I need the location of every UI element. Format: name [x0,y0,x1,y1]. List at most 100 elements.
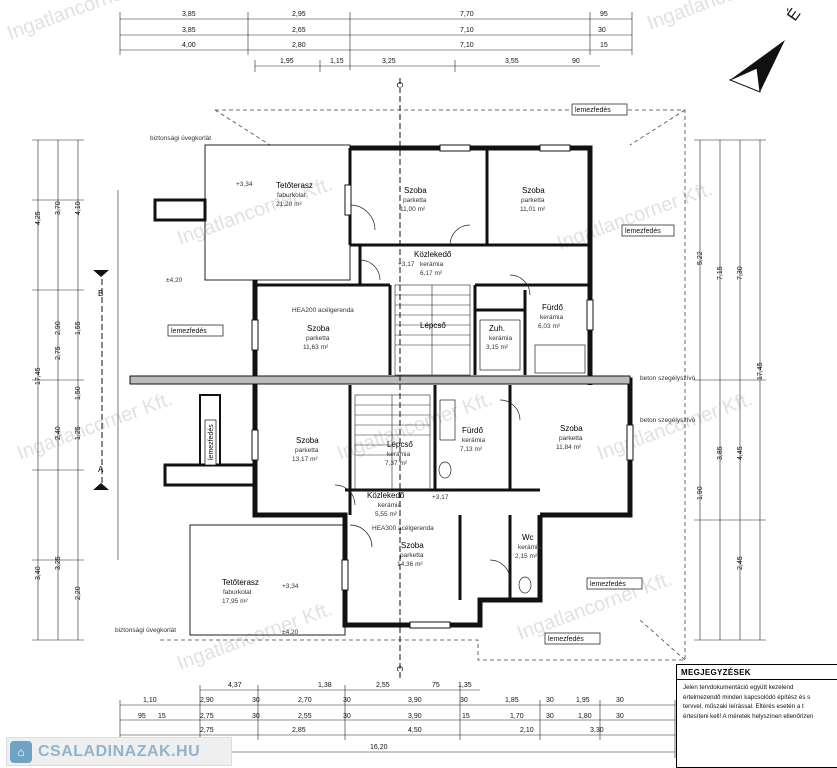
dim-label: 30 [252,713,260,720]
room-floor: parketta [306,335,330,342]
room-area: 6,17 m² [420,270,443,277]
staircase-lower [354,394,431,491]
dim-label: 3,70 [55,201,62,215]
dim-label: 30 [616,697,624,704]
room-label: Tetőterasz faburkolat 21,20 m² [276,181,313,208]
room-label: Közlekedő kerámia 6,17 m² [414,250,452,277]
dim-label: 1,55 [75,321,82,335]
room-area: 11,00 m² [400,206,426,213]
dim-label: 3,30 [590,727,604,734]
top-dimension-lines [119,12,633,72]
dim-label: 1,38 [318,682,332,689]
room-area: 3,15 m² [486,344,509,351]
notes-title: MEGJEGYZÉSEK [681,668,751,677]
room-floor: kerámia [540,314,564,321]
bathroom-fixtures [438,319,586,594]
dim-label: 30 [460,697,468,704]
windows [251,144,634,629]
dim-label: 3,85 [182,27,196,34]
room-label: Lépcső kerámia 7,37 m² [385,440,413,467]
dim-label: 2,90 [200,697,214,704]
notes-panel: MEGJEGYZÉSEK Jelen tervdokumentáció együ… [676,664,837,768]
dim-label: 3,90 [408,697,422,704]
watermark-text: Ingatlancorner [4,0,132,45]
wall-block [163,463,257,487]
dim-label: 2,20 [75,586,82,600]
room-label: Wc kerámia 2,15 m² [515,533,542,560]
dim-label: 17,45 [757,362,764,380]
room-name: Lépcső [387,440,413,449]
room-label: Fürdő kerámia 7,13 m² [460,426,486,453]
room-area: 5,55 m² [375,511,398,518]
dim-label: 1,85 [505,697,519,704]
dim-label: 1,35 [458,682,472,689]
dim-label: 95 [600,11,608,18]
dim-label: 2,80 [292,42,306,49]
dim-label: 2,65 [292,27,306,34]
room-name: Szoba [560,424,583,433]
room-name: Fürdő [462,426,483,435]
watermark-text: Ingatlancorner Kft. [174,598,335,675]
room-label: Zuh. kerámia 3,15 m² [486,324,513,351]
dim-label: 30 [252,697,260,704]
dim-label: 3,25 [382,58,396,65]
dim-label: 7,70 [460,11,474,18]
gutter-label: beton szegélyszívó [640,375,696,382]
dim-label: 2,55 [298,713,312,720]
room-floor: kerámia [378,502,402,509]
brand-banner[interactable]: ⌂ CSALADINAZAK.HU [6,737,232,766]
dim-label: 4,00 [182,42,196,49]
roof-tags: lemezfedés lemezfedés lemezfedés lemezfe… [167,103,675,645]
room-name: Lépcső [420,321,446,330]
room-floor: parketta [403,197,427,204]
dim-label: 15 [462,713,470,720]
room-floor: parketta [521,197,545,204]
room-name: Szoba [404,186,427,195]
watermark-text: Ingatlancorner Kft. [554,178,715,255]
dim-label: 2,85 [292,727,306,734]
room-name: Szoba [307,324,330,333]
room-area: 11,01 m² [520,206,546,213]
level-label: +3,17 [432,494,449,501]
room-name: Wc [522,533,534,542]
section-label-b: B [98,289,103,298]
room-label: Szoba parketta 14,36 m² [397,541,424,568]
room-name: Szoba [522,186,545,195]
dim-label: 7,30 [737,266,744,280]
room-name: Közlekedő [414,250,452,259]
dim-label: 2,70 [298,697,312,704]
beam-band [129,375,631,385]
dim-label: 4,10 [75,201,82,215]
room-area: 2,15 m² [515,553,538,560]
dim-label: 1,80 [578,713,592,720]
room-floor: faburkolat [277,192,306,199]
dim-label: 90 [572,58,580,65]
room-label: Lépcső [420,321,446,330]
dim-label: 2,10 [520,727,534,734]
dim-label: 2,95 [292,11,306,18]
room-label: Szoba parketta 11,84 m² [556,424,583,451]
dim-label: 3,90 [408,713,422,720]
roof-tag: lemezfedés [590,581,626,588]
room-area: 6,03 m² [538,323,561,330]
level-label: ±4,20 [166,277,183,284]
dim-label: 30 [546,697,554,704]
level-label: ±4,20 [282,629,299,636]
room-floor: parketta [400,552,424,559]
dim-label: 3,55 [505,58,519,65]
room-label: Tetőterasz faburkolat 17,95 m² [222,578,259,605]
dim-label: 5,22 [697,251,704,265]
svg-text:É: É [783,5,805,25]
dim-label: 2,90 [55,321,62,335]
beam-label: HEA300 acélgerenda [372,525,434,532]
dim-label: 1,90 [697,486,704,500]
dim-label: 30 [343,713,351,720]
room-label: Szoba parketta 13,17 m² [292,436,319,463]
notes-text: Jelen tervdokumentáció együtt kezelend é… [683,684,814,720]
dim-label: 3,85 [717,446,724,460]
dim-label: 3,85 [182,11,196,18]
door-swings [334,204,531,581]
room-area: 14,36 m² [397,561,423,568]
room-area: 13,17 m² [292,456,318,463]
room-floor: kerámia [462,437,486,444]
